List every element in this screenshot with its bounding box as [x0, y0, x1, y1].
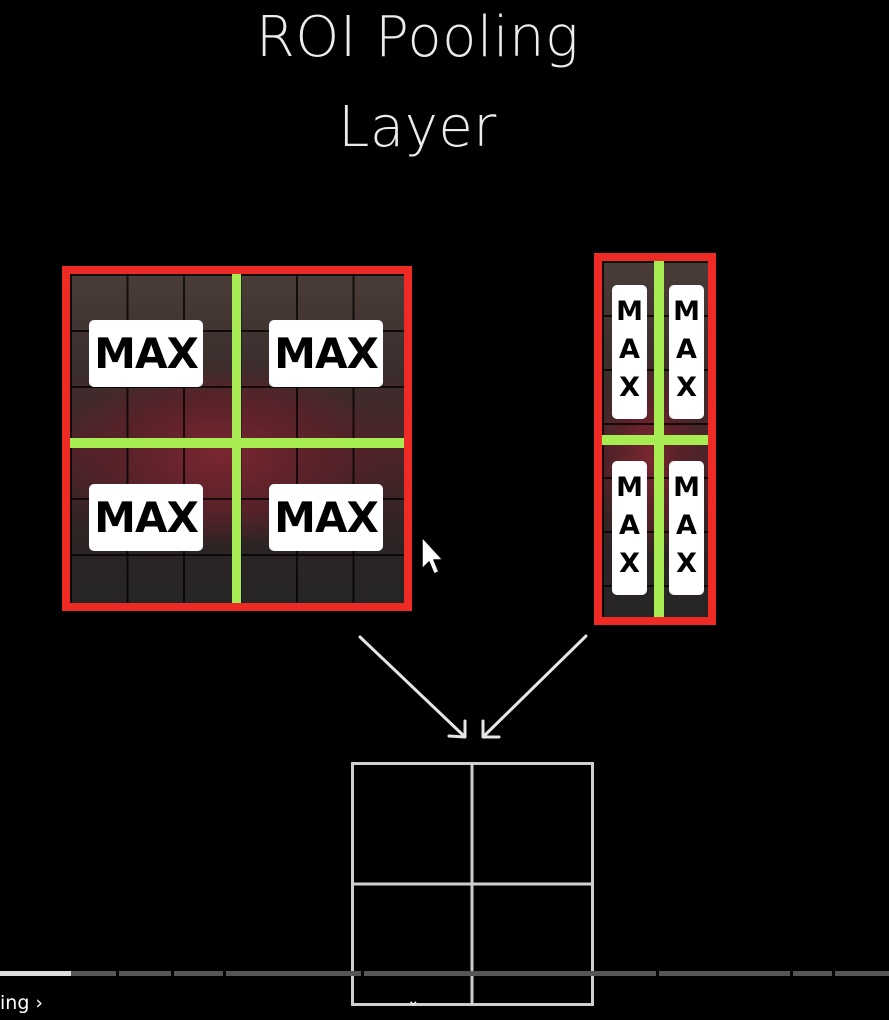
max-label: MAX: [89, 320, 203, 387]
output-pooled-grid: [351, 762, 594, 1006]
chapter-title-link[interactable]: ing ›: [0, 992, 44, 1014]
roi-right-box: MAX MAX MAX MAX: [594, 253, 716, 625]
video-progress-bar[interactable]: [0, 971, 889, 976]
bin-divider-horizontal: [602, 435, 708, 445]
title-line-1: ROI Pooling: [255, 5, 580, 70]
chapter-marker: [171, 971, 174, 976]
max-label: MAX: [89, 484, 203, 551]
chapter-marker: [223, 971, 226, 976]
progress-played: [0, 971, 72, 976]
arrow-left: [358, 635, 467, 739]
arrow-right: [481, 634, 588, 739]
bin-divider-horizontal: [70, 438, 404, 448]
max-label: MAX: [269, 484, 383, 551]
title-line-2: Layer: [338, 95, 497, 160]
chevron-down-icon[interactable]: ⌄: [407, 991, 420, 1009]
chapter-marker: [656, 971, 659, 976]
chapter-marker: [790, 971, 793, 976]
chapter-marker: [361, 971, 364, 976]
max-label-vertical: MAX: [669, 285, 704, 419]
max-label-vertical: MAX: [669, 461, 704, 595]
max-label: MAX: [269, 320, 383, 387]
max-label-vertical: MAX: [612, 461, 647, 595]
roi-left-box: MAX MAX MAX MAX: [62, 266, 412, 611]
chapter-marker: [832, 971, 835, 976]
chapter-marker: [116, 971, 119, 976]
mouse-cursor-icon: [421, 536, 444, 575]
max-label-vertical: MAX: [612, 285, 647, 419]
